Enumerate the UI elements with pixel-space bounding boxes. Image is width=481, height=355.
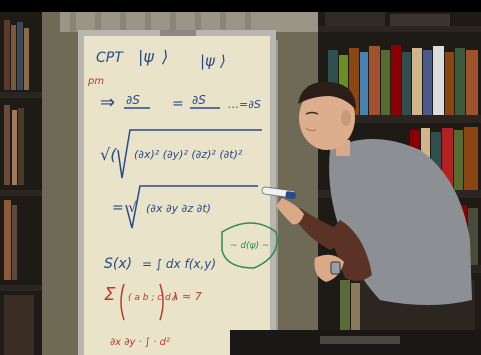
eq-integral: = ∫ dx f(x,y) [142, 257, 216, 271]
eq-ket-right: ⟩ [219, 52, 226, 70]
eq-ket-close: ⟩ [161, 47, 168, 66]
eq-implies: ⇒ [100, 92, 115, 113]
eq-cpt: CPT [96, 50, 124, 66]
red-sigma: Σ [104, 284, 116, 305]
eq-sqrt2-terms: (∂x ∂y ∂z ∂t) [146, 202, 211, 215]
eq-sqrt-terms: (∂x)² (∂y)² (∂z)² (∂t)² [134, 148, 243, 161]
eq-equals: = [172, 96, 184, 112]
green-note-text: ~ d(ψ) ~ [230, 241, 269, 251]
left-bookshelf [0, 12, 42, 355]
green-note: ~ d(ψ) ~ [221, 222, 278, 269]
eq-psi-right: |ψ [200, 52, 216, 70]
person-right-sleeve [296, 208, 345, 250]
eq-frac-1: ∂S [126, 93, 140, 107]
marker-icon [261, 186, 297, 200]
eq-s-of-x: S(x) [104, 256, 132, 272]
person-ear [341, 110, 351, 126]
top-letterbox [0, 0, 481, 12]
eq-sqrt-start: √( [100, 145, 117, 164]
eq-psi-ket: |ψ [138, 47, 154, 66]
wristwatch-icon [330, 261, 341, 275]
eq-frac-2: ∂S [192, 93, 206, 107]
red-pm-note: pm [87, 76, 104, 87]
curtain-pleats [70, 12, 251, 32]
person [276, 81, 475, 355]
whiteboard [78, 30, 276, 355]
red-tail: λ ≈ 7 [171, 290, 202, 303]
person-hair [298, 81, 356, 110]
eq-sqrt2-start: = √ [112, 200, 137, 216]
person-writing-hand [276, 198, 304, 225]
red-bottom-scrawl: ∂x ∂y · ∫ · d² [110, 337, 170, 348]
board-equations: CPT |ψ ⟩ |ψ ⟩ ⇒ ∂S = ∂S …=∂S √( (∂x)² (∂… [96, 47, 262, 272]
red-notes: pm Σ ( a b ; c d ) λ ≈ 7 ∂x ∂y · ∫ · d² [87, 76, 202, 348]
person-head [299, 86, 355, 150]
red-matrix: ( a b ; c d ) [128, 293, 177, 303]
desk-items [320, 336, 400, 344]
eq-tail: …=∂S [228, 98, 261, 111]
